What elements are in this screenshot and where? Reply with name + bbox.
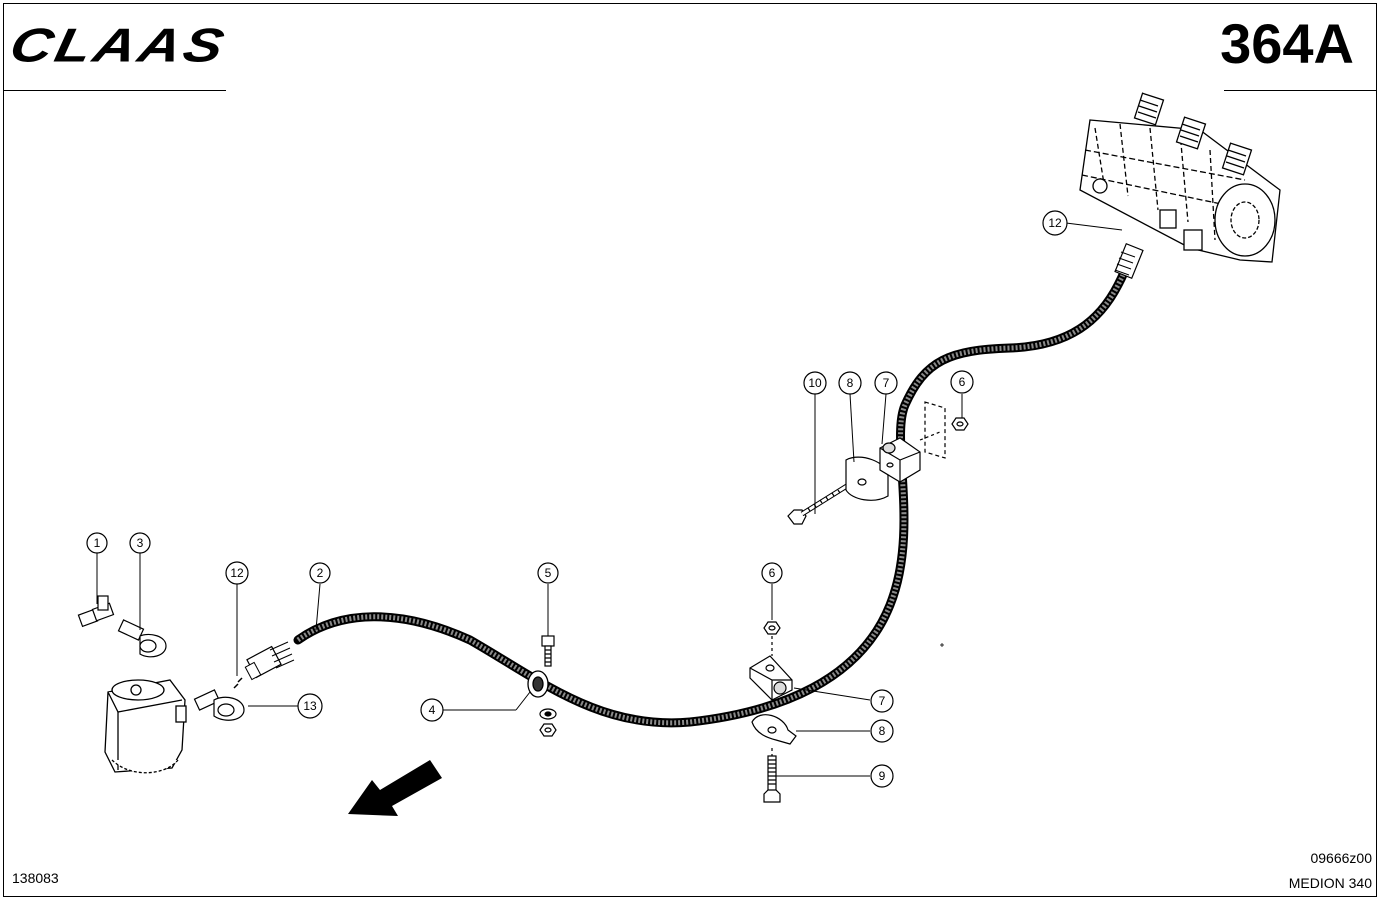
callout-label: 4 [429, 703, 436, 717]
hydraulic-hose [293, 250, 1135, 728]
callouts: 1 3 12 2 5 6 4 13 7 8 9 10 8 7 6 12 [86, 210, 1068, 788]
drawing-frame [3, 3, 1377, 897]
callout-label: 3 [137, 536, 144, 550]
callout-3: 3 [129, 532, 151, 554]
leader-lines [96, 222, 1123, 777]
callout-label: 12 [1048, 216, 1062, 230]
hose-fitting-top [1114, 242, 1144, 280]
drawing-id: 138083 [12, 870, 59, 886]
direction-arrow [348, 760, 442, 816]
page-number: 364A [1220, 12, 1354, 75]
callout-8-upper: 8 [838, 371, 862, 395]
callout-label: 5 [545, 566, 552, 580]
callout-label: 13 [303, 699, 317, 713]
callout-8-lower: 8 [870, 719, 894, 743]
fitting-tee-1 [77, 595, 115, 628]
callout-5: 5 [537, 562, 559, 584]
fitting-banjo-13 [193, 677, 245, 721]
callout-label: 2 [317, 566, 324, 580]
callout-2: 2 [309, 562, 331, 584]
callout-label: 7 [879, 694, 886, 708]
steering-unit [104, 679, 187, 774]
callout-4: 4 [420, 698, 444, 722]
bolt-5-assembly [539, 635, 557, 737]
callout-10: 10 [803, 371, 827, 395]
header-rule-left [3, 90, 226, 91]
callout-label: 9 [879, 769, 886, 783]
callout-7-lower: 7 [870, 689, 894, 713]
callout-6-upper: 6 [950, 370, 974, 394]
callout-label: 8 [847, 376, 854, 390]
hydraulic-pump-assembly [1079, 92, 1281, 263]
callout-7-upper: 7 [874, 371, 898, 395]
callout-label: 6 [959, 375, 966, 389]
callout-label: 6 [769, 566, 776, 580]
callout-label: 7 [883, 376, 890, 390]
callout-12-left: 12 [225, 561, 249, 585]
header-rule-right [1224, 90, 1377, 91]
hose-fitting-left [244, 641, 295, 681]
callout-9: 9 [870, 764, 894, 788]
clamp-lower-assembly [749, 621, 797, 803]
clamp-upper-assembly [787, 401, 969, 525]
callout-1: 1 [86, 532, 108, 554]
callout-13: 13 [297, 693, 323, 719]
fitting-banjo-3 [117, 619, 167, 658]
registration-mark [940, 643, 944, 647]
callout-label: 1 [94, 536, 101, 550]
callout-12-upper: 12 [1042, 210, 1068, 236]
figure-code: 09666z00 [1310, 850, 1372, 866]
model-name: MEDION 340 [1288, 875, 1372, 891]
callout-label: 8 [879, 724, 886, 738]
callout-6-lower: 6 [761, 562, 783, 584]
callout-label: 12 [230, 566, 244, 580]
callout-label: 10 [808, 376, 822, 390]
hose-sleeve-4 [527, 670, 549, 698]
